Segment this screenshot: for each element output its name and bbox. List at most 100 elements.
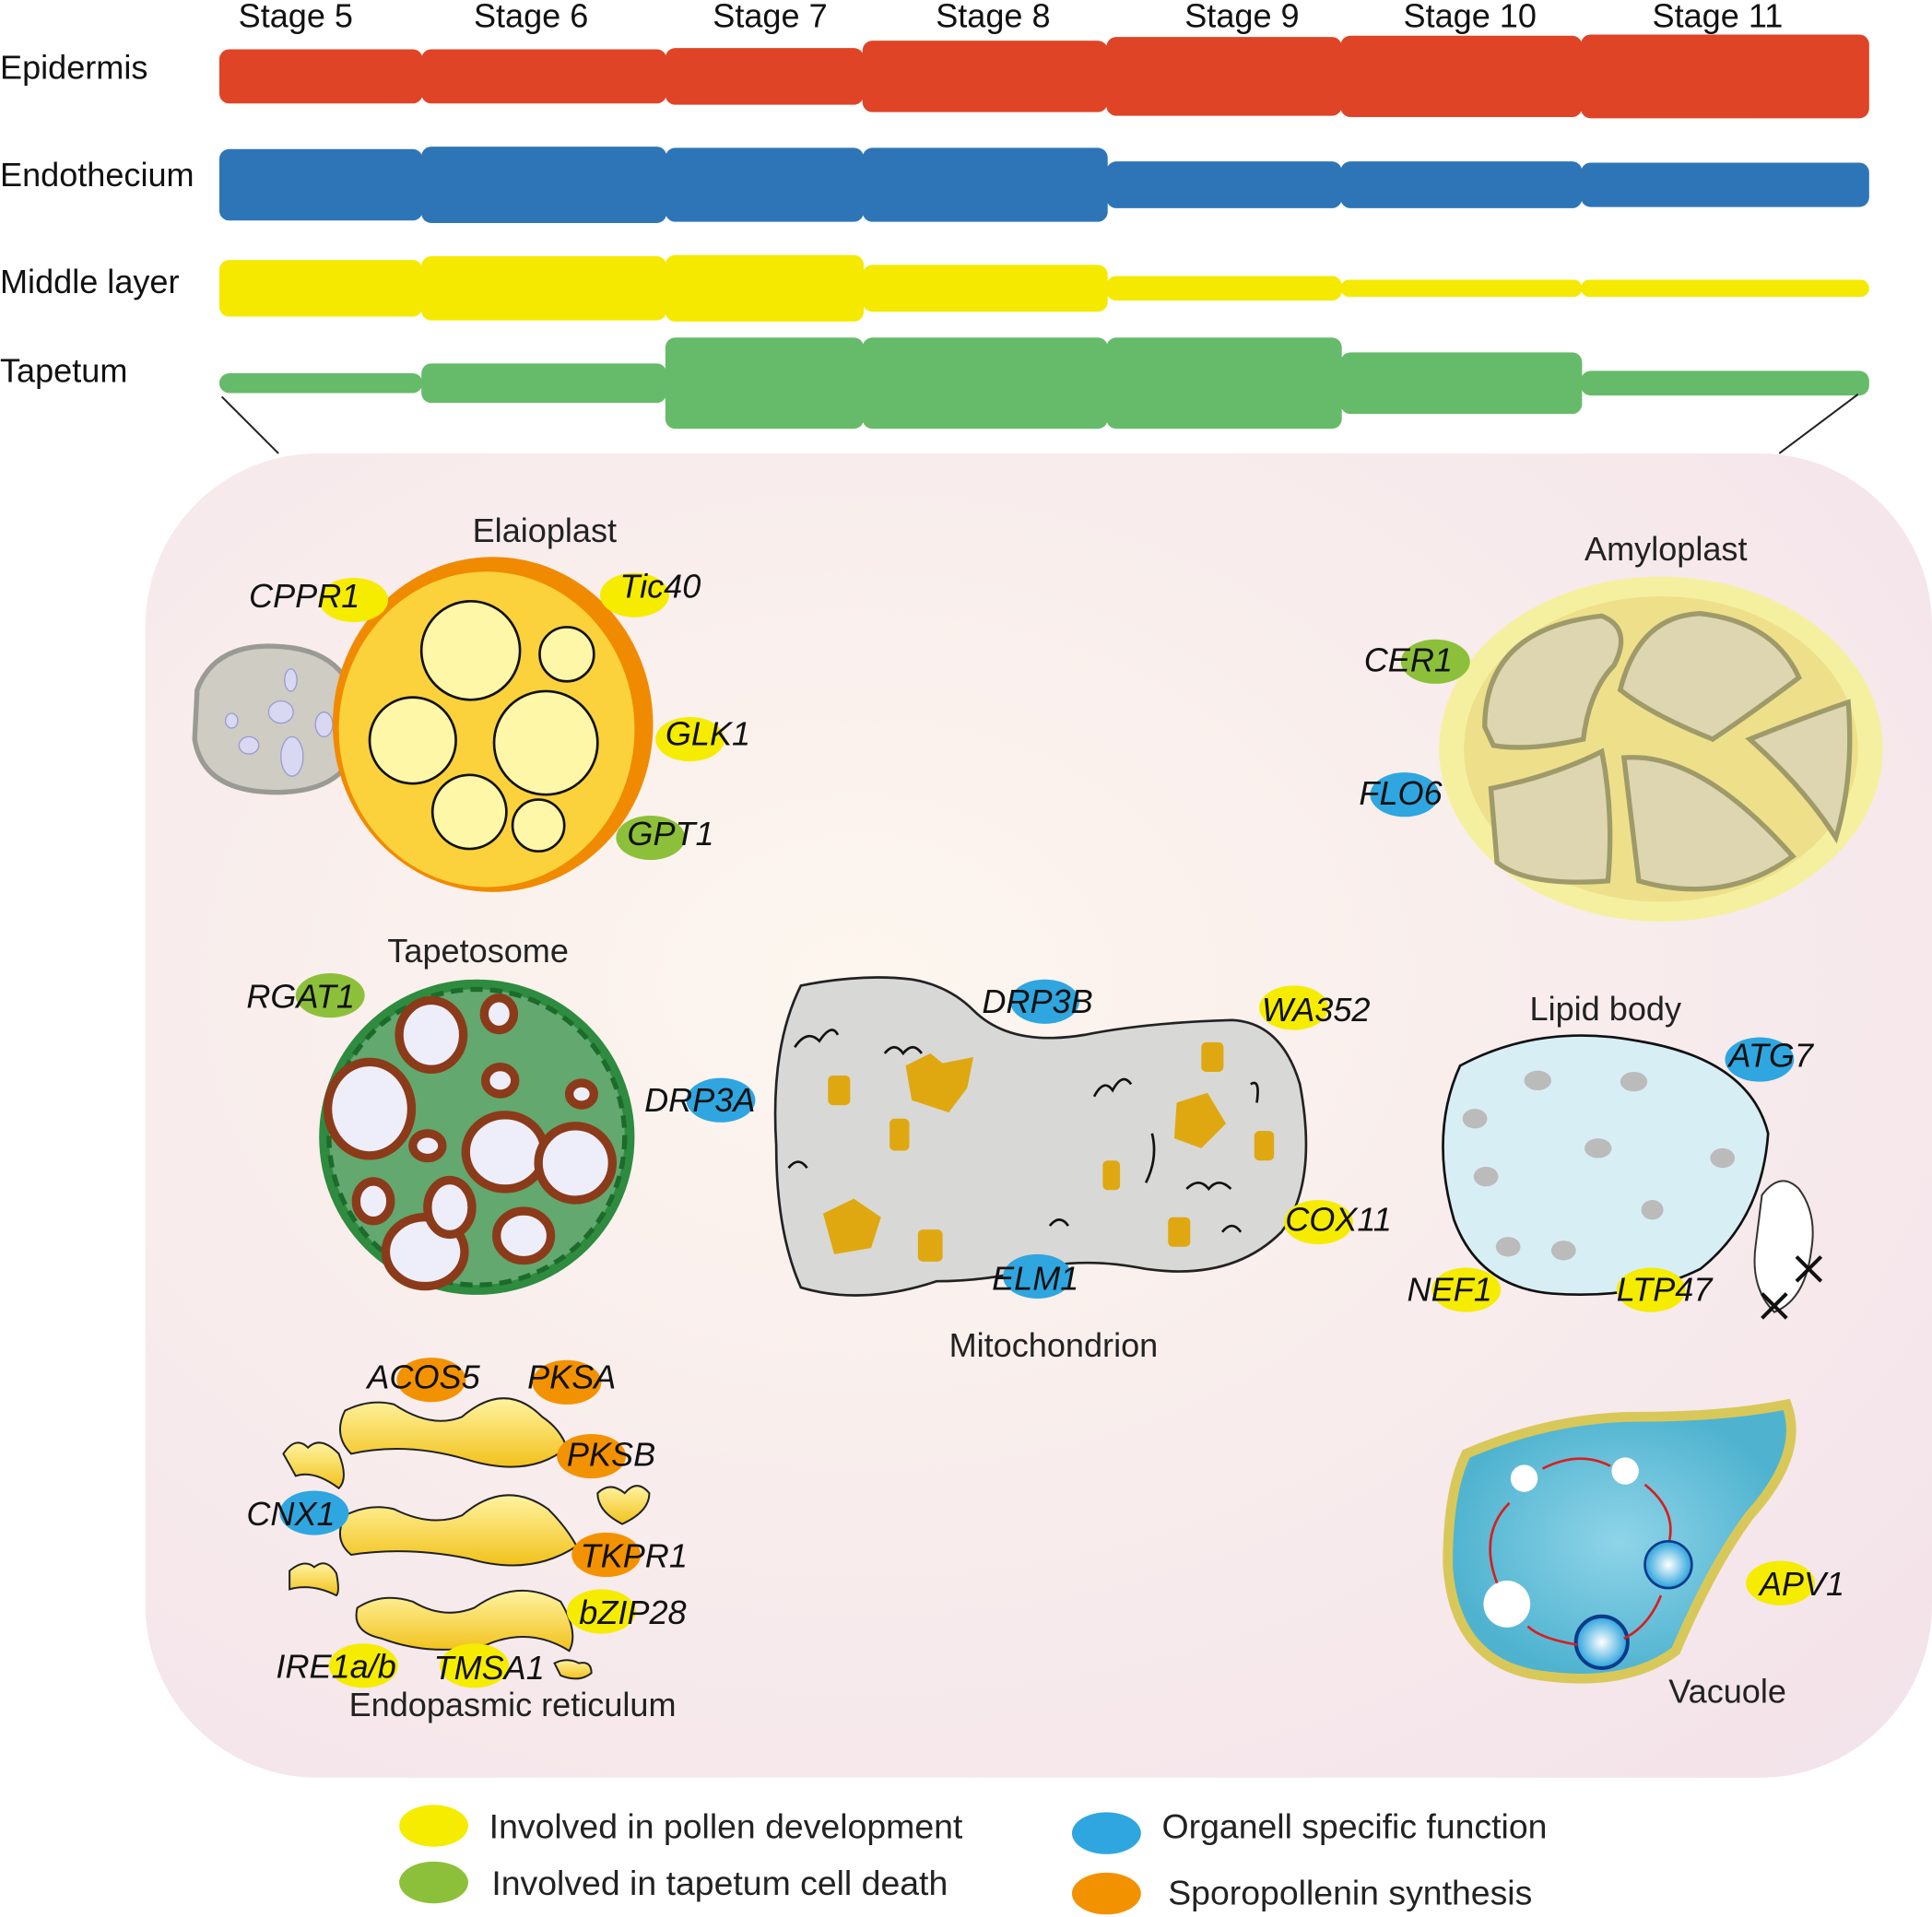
legend: Involved in pollen development Involved … [399,1805,1548,1915]
layer-bar-segment [421,256,667,321]
gene-label: DRP3A [644,1077,755,1123]
gene-name: NEF1 [1408,1271,1492,1309]
gene-label: ACOS5 [365,1358,481,1403]
gene-category-marker [440,1643,510,1688]
layer-bar-segment [665,48,865,105]
gene-category-marker [655,717,724,762]
layer-bar-segment [862,337,1108,429]
gene-category-marker [557,1433,627,1479]
zoom-line [220,395,279,454]
gene-category-marker [566,1589,636,1634]
gene-name: FLO6 [1359,774,1443,812]
gene-name: CPPR1 [249,577,359,615]
gene-category-marker [328,1643,398,1688]
gene-name: DRP3B [982,982,1092,1020]
gene-label: ELM1 [992,1253,1078,1299]
legend-label: Organell specific function [1162,1806,1548,1845]
gene-category-marker [1746,1560,1816,1605]
legend-label: Involved in tapetum cell death [491,1864,948,1902]
gene-label: LTP47 [1616,1267,1714,1312]
layer-bar-segment [1340,279,1583,298]
legend-swatch [1071,1872,1141,1915]
gene-category-marker [616,815,686,861]
legend-swatch [1071,1812,1141,1854]
layer-bar-segment [218,373,423,394]
legend-label: Sporopollenin synthesis [1168,1874,1532,1912]
layer-bar-segment [862,265,1108,312]
layer-bar-segment [218,260,423,317]
stage-label: Stage 9 [1184,0,1299,34]
gene-category-marker [1283,1200,1353,1245]
layer-bar-segment [665,254,865,322]
gene-name: CNX1 [246,1495,335,1533]
gene-category-marker [295,973,365,1018]
layer-bar-segment [218,148,423,221]
layer-label-endothecium: Endothecium [0,156,194,194]
legend-item-sporopollenin: Sporopollenin synthesis [1071,1872,1532,1915]
gene-category-marker [1259,985,1328,1030]
layer-bar-segment [1340,161,1583,208]
layer-bar-segment [1581,34,1869,119]
layer-bar-segment [1581,370,1869,396]
gene-name: bZIP28 [579,1594,686,1631]
layer-label-epidermis: Epidermis [0,49,147,87]
zoom-line [1778,393,1859,454]
gene-label: NEF1 [1408,1267,1502,1312]
gene-name: CER1 [1364,641,1453,679]
legend-item-organelle: Organell specific function [1071,1806,1548,1854]
layer-bar-segment [1581,162,1869,207]
layer-bar-segment [1106,161,1342,208]
gene-category-marker [1725,1037,1795,1082]
gene-label: RGAT1 [246,973,365,1018]
gene-label: COX11 [1283,1200,1392,1245]
gene-name: PKSB [567,1436,655,1474]
legend-swatch [399,1805,468,1847]
gene-label: GLK1 [655,715,750,762]
stage-label: Stage 7 [713,0,827,34]
stage-label: Stage 8 [936,0,1050,34]
stage-label: Stage 10 [1404,0,1537,34]
layer-bar-segment [1106,37,1342,116]
gene-label: CPPR1 [249,577,389,623]
layer-bar-segment [1106,337,1342,429]
gene-name: PKSA [527,1358,616,1396]
gene-label: Tic40 [599,567,701,617]
er-title: Endopasmic reticulum [349,1686,677,1723]
gene-name: COX11 [1285,1200,1392,1238]
gene-name: Tic40 [619,567,701,605]
layer-bar-segment [1340,352,1583,415]
gene-name: TMSA1 [434,1649,545,1687]
gene-category-marker [319,577,389,623]
gene-label: IRE1a/b [276,1643,398,1688]
gene-name: DRP3A [644,1081,755,1119]
legend-swatch [399,1861,468,1904]
gene-label: FLO6 [1359,772,1443,817]
layer-bar-segment [421,49,667,104]
gene-label: WA352 [1259,985,1370,1030]
legend-item-cell-death: Involved in tapetum cell death [399,1861,948,1904]
layer-bar-segment [421,147,667,223]
layer-bar-segment [862,147,1108,222]
gene-label: APV1 [1746,1560,1844,1605]
gene-name: GLK1 [666,715,750,753]
legend-item-pollen: Involved in pollen development [399,1805,963,1847]
stage-labels: Stage 5 Stage 6 Stage 7 Stage 8 Stage 9 … [239,0,1784,34]
gene-label: PKSB [557,1433,655,1479]
gene-category-marker [599,572,669,617]
stage-label: Stage 5 [239,0,353,34]
gene-category-marker [396,1358,466,1403]
mitochondrion-illustration: Mitochondrion [773,976,1308,1364]
gene-category-marker [1400,639,1470,684]
layer-bar-segment [665,147,865,222]
mitochondrion-title: Mitochondrion [949,1326,1159,1364]
gene-label: CER1 [1364,639,1470,684]
gene-name: LTP47 [1617,1271,1714,1309]
lipid-body-title: Lipid body [1530,990,1681,1028]
layer-bar-segment [862,41,1108,112]
layer-thickness-bars [218,34,1869,429]
gene-category-marker [279,1490,349,1535]
layer-labels: Epidermis Endothecium Middle layer Tapet… [0,49,194,390]
elaioplast-title: Elaioplast [473,512,617,549]
gene-name: GPT1 [627,815,713,853]
gene-label: bZIP28 [566,1589,687,1634]
